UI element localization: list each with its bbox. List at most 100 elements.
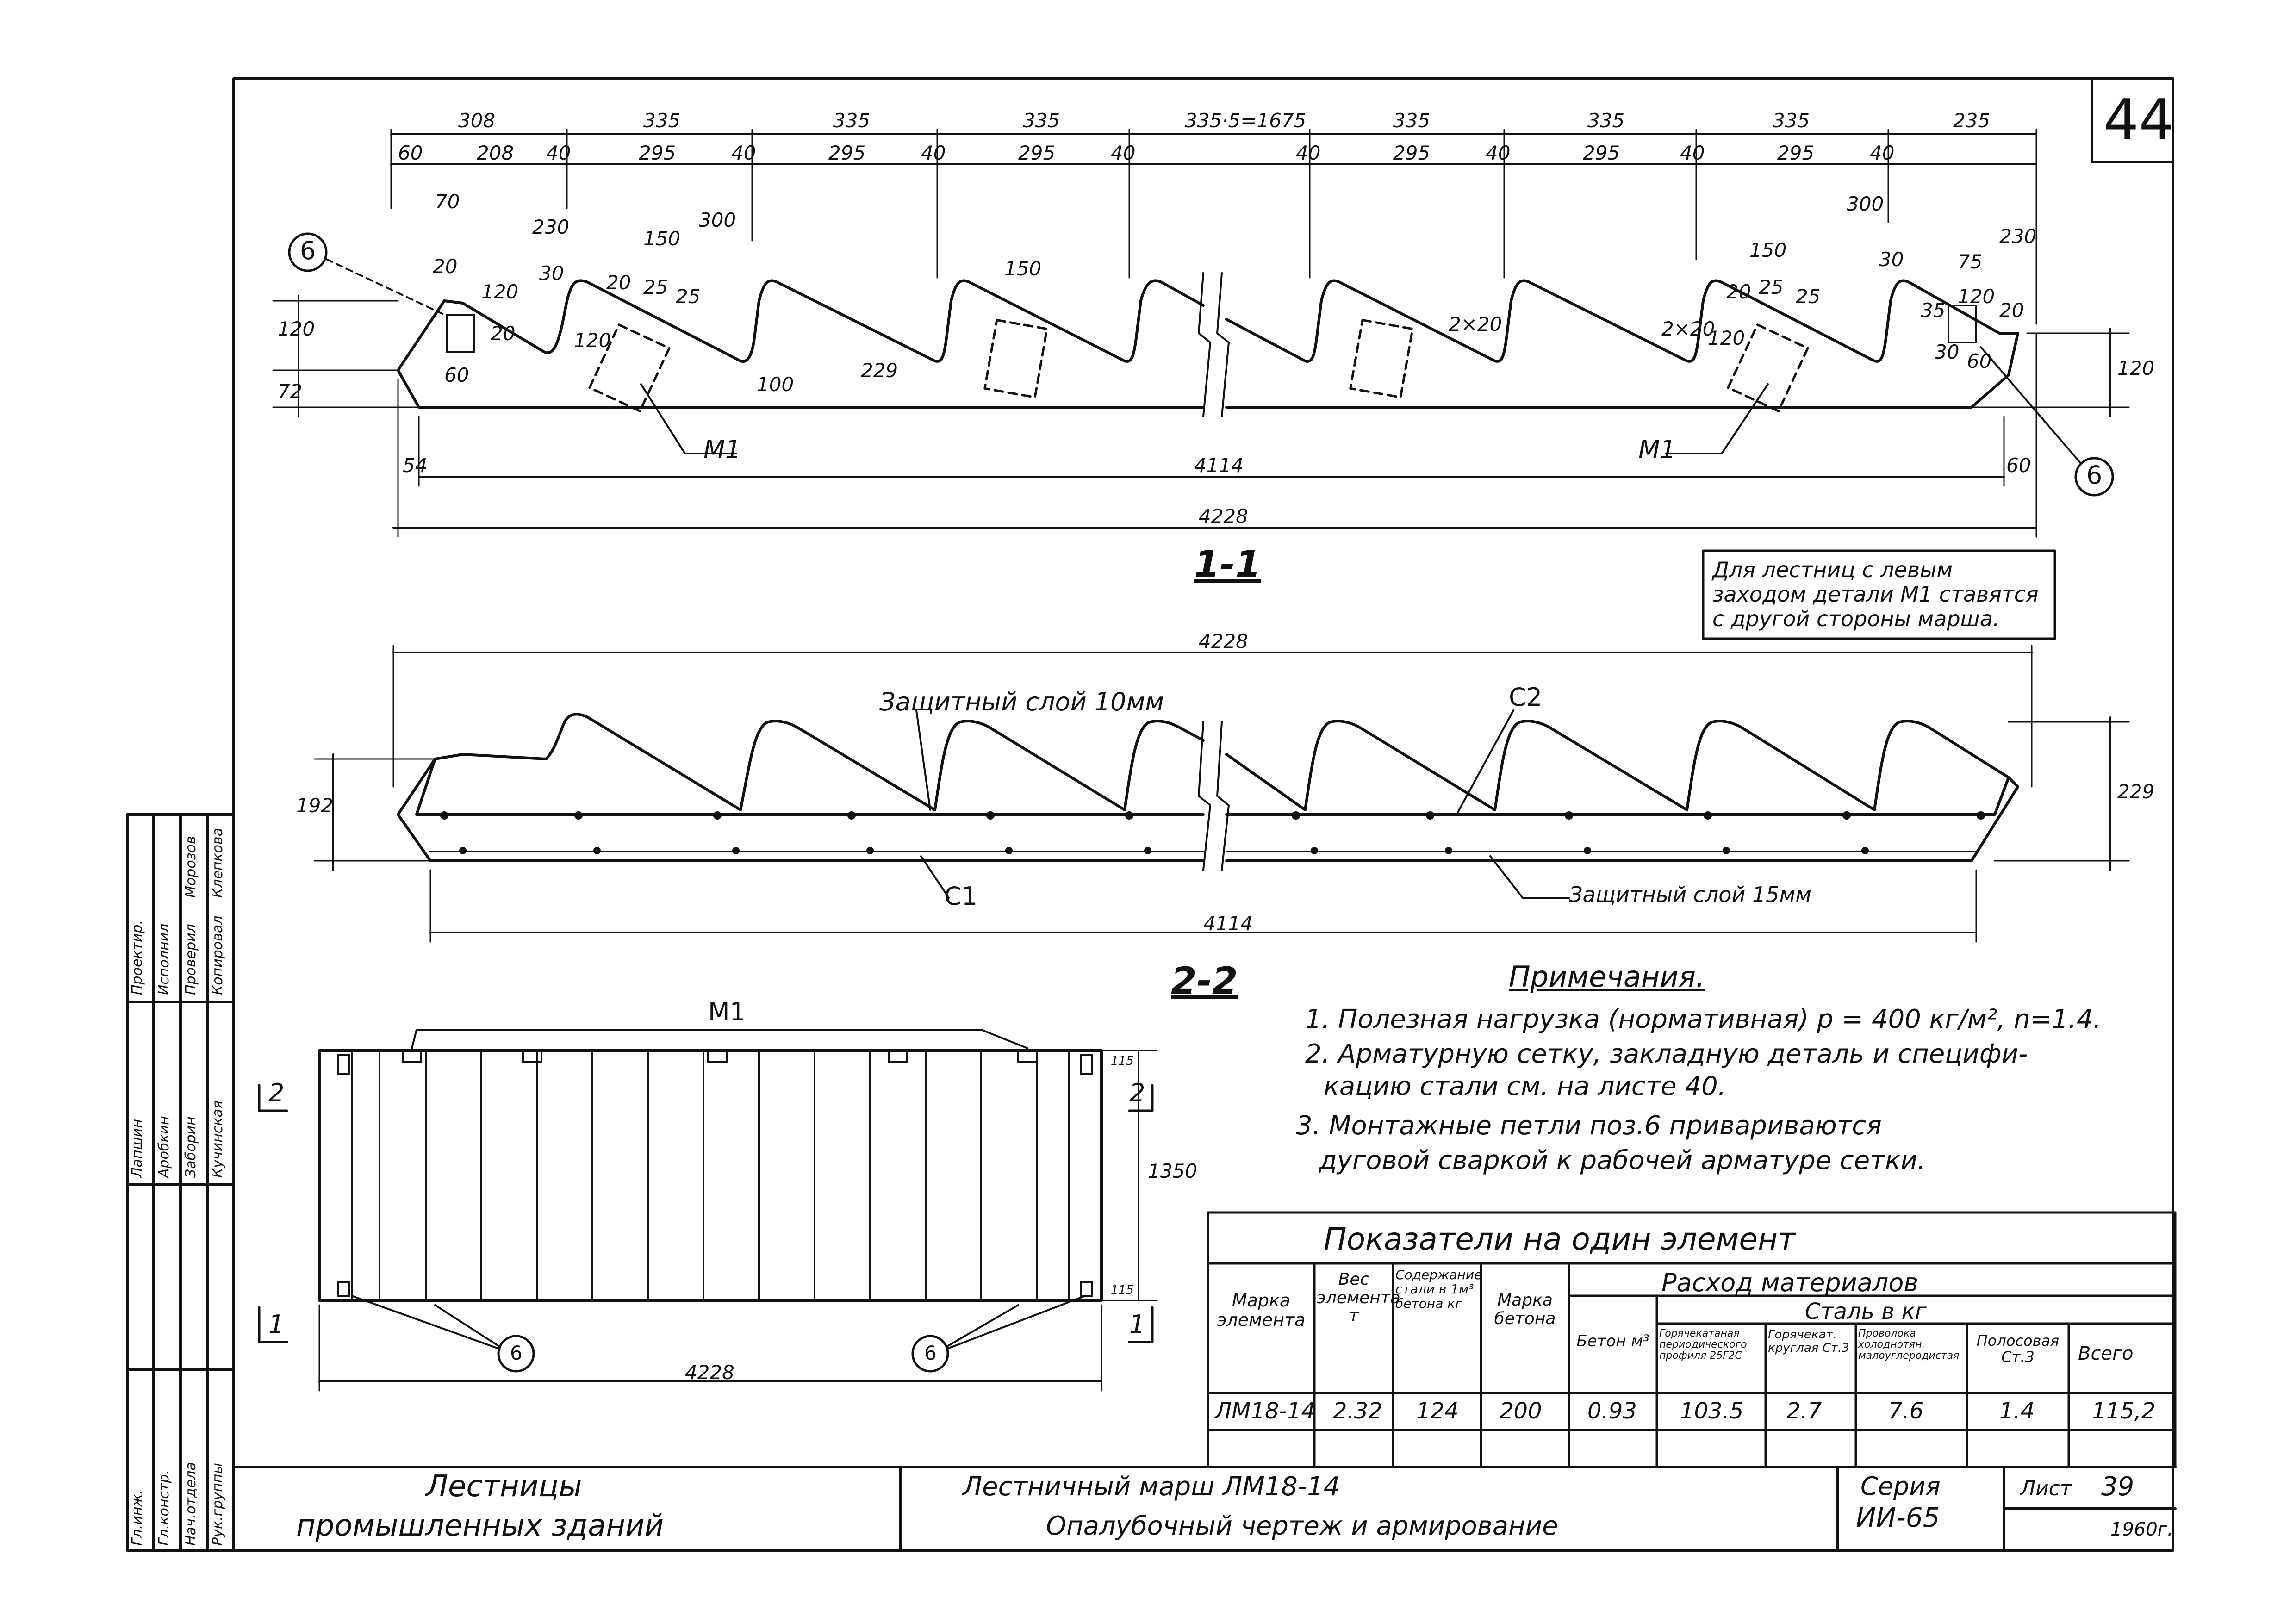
dim: 120 <box>481 280 519 303</box>
col-round: Горячекат. круглая Ст.3 <box>1768 1328 1849 1355</box>
dim: 30 <box>1879 248 1904 271</box>
note-box <box>1703 551 2055 639</box>
col-concrete-grade: Марка бетона <box>1494 1291 1556 1328</box>
sign-role: Нач.отдела <box>183 1462 199 1546</box>
dim: 300 <box>1847 193 1884 215</box>
dim: 120 <box>2117 357 2155 379</box>
callout-6: 6 <box>2086 460 2103 490</box>
dim: 230 <box>532 216 570 238</box>
dim: 2×20 <box>1661 317 1715 340</box>
dim: 4228 <box>1199 630 1248 653</box>
sheet-label: Лист <box>2020 1477 2072 1500</box>
note-line: дуговой сваркой к рабочей арматуре сетки… <box>1319 1145 1926 1175</box>
dim: 60 <box>1967 350 1992 373</box>
dim: 2×20 <box>1449 313 1502 336</box>
dim: 335 <box>833 109 871 132</box>
mesh-c1 <box>398 759 1203 861</box>
dim: 40 <box>1870 142 1895 164</box>
sheet-number-box <box>2092 79 2173 162</box>
dim: 335·5=1675 <box>1185 109 1307 132</box>
dim: 230 <box>1999 225 2037 248</box>
dim: 75 <box>1958 250 1983 273</box>
row-round: 2.7 <box>1786 1398 1822 1424</box>
dim: 4114 <box>1203 912 1253 935</box>
sign-name: Кучинская <box>210 1101 226 1178</box>
project-line1: Лестницы <box>426 1469 582 1504</box>
sign-name: Лапшин <box>129 1119 145 1178</box>
dim: 40 <box>1486 142 1511 164</box>
dim: 20 <box>1999 299 2024 322</box>
plan-m1-label: М1 <box>708 997 746 1026</box>
dim: 115 <box>1111 1283 1134 1297</box>
table-steel: Сталь в кг <box>1805 1299 1927 1325</box>
col-mark: Марка элемента <box>1217 1290 1306 1330</box>
dim: 40 <box>1680 142 1705 164</box>
m1-label: М1 <box>1638 435 1676 464</box>
sheet-value: 39 <box>2101 1472 2134 1502</box>
dim: 25 <box>643 276 668 298</box>
sign-name: Клепкова <box>210 827 226 898</box>
cut-mark: 2 <box>1129 1078 1145 1107</box>
dim: 295 <box>1393 142 1431 164</box>
dim: 20 <box>1726 280 1751 303</box>
dim: 150 <box>1004 257 1042 280</box>
dim: 40 <box>1296 142 1321 164</box>
note-line: кацию стали см. на листе 40. <box>1324 1071 1726 1101</box>
notes-title: Примечания. <box>1509 960 1705 994</box>
dim: 295 <box>1583 142 1620 164</box>
note-line: 2. Арматурную сетку, закладную деталь и … <box>1305 1039 2028 1069</box>
dim: 150 <box>1749 239 1787 261</box>
dim: 235 <box>1953 109 1991 132</box>
sign-role: Копировал <box>210 915 226 995</box>
cut-mark: 2 <box>268 1078 285 1107</box>
mesh-c2-label: С2 <box>1509 683 1543 712</box>
dim: 300 <box>699 209 736 231</box>
sign-role: Рук.группы <box>210 1463 226 1546</box>
sign-name: Заборин <box>183 1116 199 1178</box>
dim: 20 <box>433 255 458 278</box>
note-line: 3. Монтажные петли поз.6 привариваются <box>1296 1111 1882 1141</box>
stair-profile-left <box>398 280 1203 407</box>
dim: 20 <box>491 322 516 345</box>
dim: 25 <box>676 285 701 308</box>
dim: 54 <box>403 454 428 477</box>
row-concrete: 0.93 <box>1587 1398 1637 1424</box>
dim: 192 <box>296 794 334 817</box>
dim: 72 <box>278 380 303 403</box>
dim: 1350 <box>1148 1160 1197 1182</box>
dim: 295 <box>1018 142 1056 164</box>
dim: 335 <box>643 109 681 132</box>
callout-6: 6 <box>510 1342 523 1364</box>
dim: 30 <box>539 262 564 285</box>
sheet-number: 44 <box>2103 88 2174 152</box>
table-consumption: Расход материалов <box>1661 1268 1919 1297</box>
sign-role: Гл.инж. <box>129 1489 145 1546</box>
table-title: Показатели на один элемент <box>1324 1221 1796 1257</box>
project-line2: промышленных зданий <box>296 1509 664 1543</box>
dim: 120 <box>1958 285 1995 308</box>
dim: 40 <box>731 142 756 164</box>
dim: 4228 <box>1199 505 1248 528</box>
series-label: Серия <box>1860 1472 1941 1501</box>
callout-6: 6 <box>300 236 316 265</box>
dim: 295 <box>639 142 676 164</box>
sign-role: Исполнил <box>156 923 172 995</box>
col-total: Всего <box>2078 1343 2134 1364</box>
cut-mark: 1 <box>1129 1310 1145 1339</box>
dim: 229 <box>2117 780 2155 803</box>
mesh-c2 <box>417 714 1203 815</box>
row-wire: 7.6 <box>1888 1398 1924 1424</box>
row-strip: 1.4 <box>1999 1398 2035 1424</box>
row-weight: 2.32 <box>1333 1398 1382 1424</box>
dim: 60 <box>398 142 423 164</box>
dim: 40 <box>1111 142 1136 164</box>
sign-role: Проверил <box>183 924 199 995</box>
m1-label: М1 <box>703 435 741 464</box>
cut-mark: 1 <box>268 1310 285 1339</box>
dim: 4114 <box>1194 454 1244 477</box>
section-2-title: 2-2 <box>1171 959 1238 1002</box>
row-periodic: 103.5 <box>1680 1398 1744 1424</box>
sign-role: Гл.констр. <box>156 1469 172 1546</box>
col-steel-content: Содержание стали в 1м³ бетона кг <box>1395 1267 1482 1311</box>
